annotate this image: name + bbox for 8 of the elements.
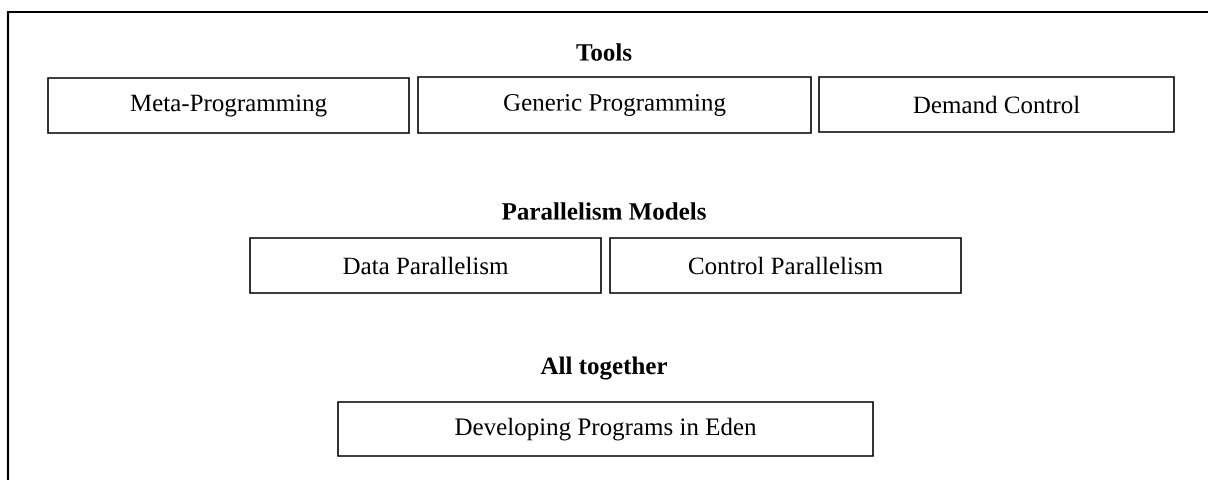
text-box: Demand Control — [818, 76, 1175, 133]
section-heading: All together — [540, 356, 667, 380]
text-box: Data Parallelism — [249, 237, 602, 294]
section-heading: Parallelism Models — [502, 202, 706, 220]
text-box: Control Parallelism — [609, 237, 962, 294]
text-box: Meta-Programming — [47, 77, 410, 134]
text-box: Generic Programming — [417, 76, 812, 134]
text-box: Developing Programs in Eden — [337, 401, 874, 457]
